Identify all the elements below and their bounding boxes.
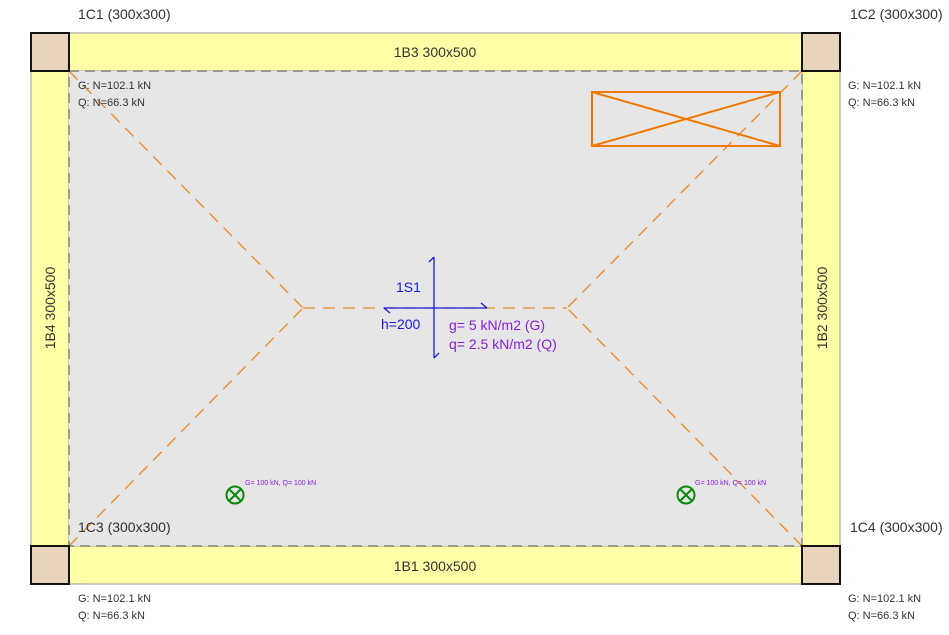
slab-name: 1S1 — [396, 279, 421, 295]
beam-label-top: 1B3 300x500 — [394, 44, 477, 60]
slab-load-q: q= 2.5 kN/m2 (Q) — [449, 336, 557, 352]
slab-thickness: h=200 — [381, 316, 421, 332]
column-1C4[interactable] — [801, 545, 841, 585]
slab-span-direction-icon — [383, 256, 488, 359]
point-load-label: G= 100 kN, Q= 100 kN — [245, 480, 316, 487]
column-label-1C1: 1C1 (300x300) — [78, 6, 171, 22]
column-label-1C4: 1C4 (300x300) — [850, 519, 943, 535]
beam-label-left: 1B4 300x500 — [42, 267, 58, 350]
slab-opening[interactable] — [591, 91, 781, 147]
slab-load-g: g= 5 kN/m2 (G) — [449, 317, 545, 333]
reaction-q-1C4: Q: N=66.3 kN — [848, 610, 915, 622]
column-label-1C2: 1C2 (300x300) — [850, 6, 943, 22]
beam-label-bottom: 1B1 300x500 — [394, 558, 477, 574]
point-load-icon[interactable] — [225, 485, 245, 505]
column-1C1[interactable] — [30, 32, 70, 72]
point-load-label: G= 100 kN, Q= 100 kN — [695, 480, 766, 487]
column-label-1C3: 1C3 (300x300) — [78, 519, 171, 535]
reaction-q-1C1: Q: N=66.3 kN — [78, 97, 145, 109]
beam-bottom[interactable] — [68, 545, 803, 585]
column-1C3[interactable] — [30, 545, 70, 585]
beam-label-right: 1B2 300x500 — [814, 267, 830, 350]
reaction-g-1C3: G: N=102.1 kN — [78, 593, 151, 605]
column-1C2[interactable] — [801, 32, 841, 72]
reaction-q-1C2: Q: N=66.3 kN — [848, 97, 915, 109]
reaction-g-1C2: G: N=102.1 kN — [848, 80, 921, 92]
point-load-icon[interactable] — [676, 485, 696, 505]
reaction-g-1C4: G: N=102.1 kN — [848, 593, 921, 605]
reaction-q-1C3: Q: N=66.3 kN — [78, 610, 145, 622]
beam-right[interactable] — [801, 70, 841, 547]
beam-top[interactable] — [68, 32, 803, 72]
reaction-g-1C1: G: N=102.1 kN — [78, 80, 151, 92]
